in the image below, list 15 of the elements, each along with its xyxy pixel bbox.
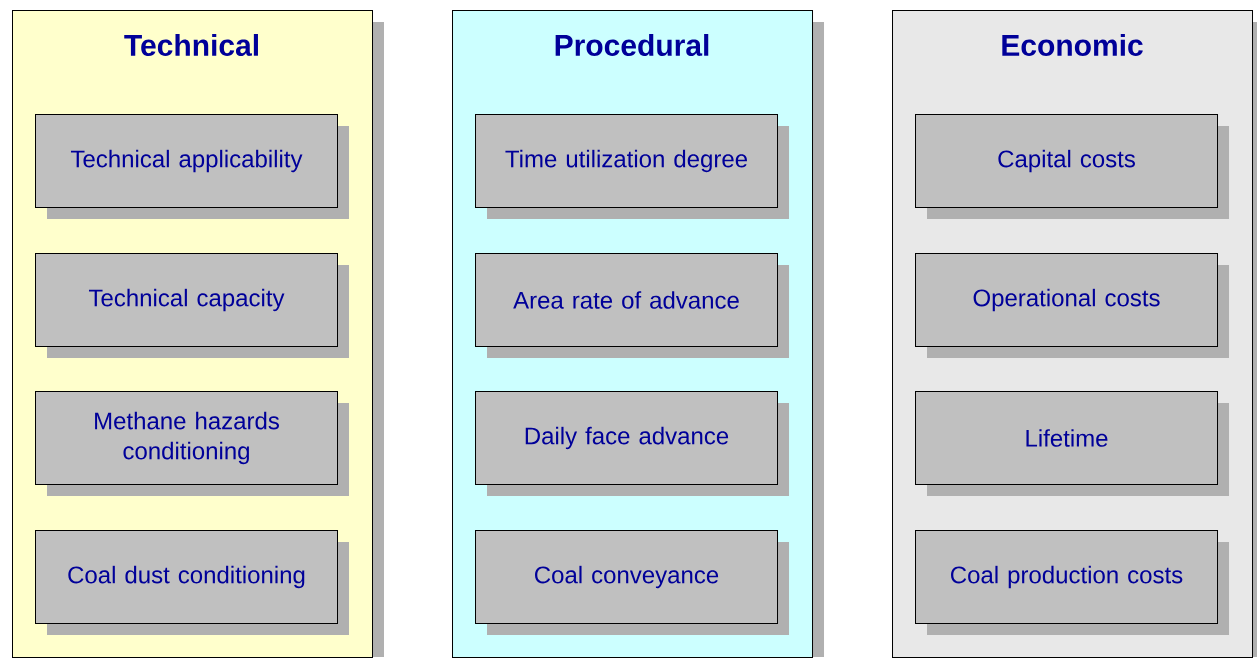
criterion-box: Technical applicability bbox=[35, 114, 349, 219]
criterion-box: Operational costs bbox=[915, 253, 1229, 358]
criterion-box: Daily face advance bbox=[475, 391, 789, 496]
criterion-box: Area rate of advance bbox=[475, 253, 789, 358]
criterion-box: Technical capacity bbox=[35, 253, 349, 358]
criterion-box: Coal dust conditioning bbox=[35, 530, 349, 635]
criterion-box: Lifetime bbox=[915, 391, 1229, 496]
panel-heading: Technical bbox=[124, 34, 258, 56]
criterion-box: Capital costs bbox=[915, 114, 1229, 219]
panel-heading: Economic bbox=[1002, 34, 1143, 56]
criterion-box: Time utilization degree bbox=[475, 114, 789, 219]
criterion-box: Methane hazards conditioning bbox=[35, 391, 349, 496]
criterion-box: Coal production costs bbox=[915, 530, 1229, 635]
panel-heading: Procedural bbox=[555, 34, 709, 56]
criterion-box: Coal conveyance bbox=[475, 530, 789, 635]
